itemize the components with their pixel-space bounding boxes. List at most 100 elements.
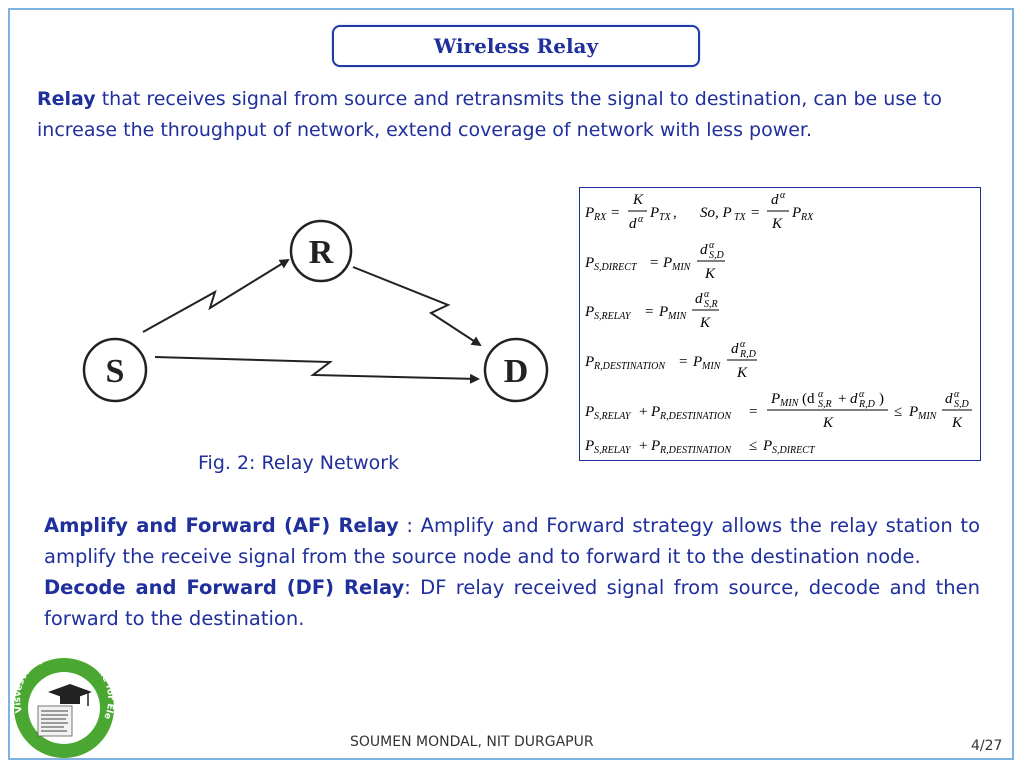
svg-text:=: = <box>749 404 757 420</box>
svg-text:MIN: MIN <box>671 262 692 273</box>
title-box: Wireless Relay <box>332 25 700 67</box>
svg-text:P: P <box>658 304 668 320</box>
svg-text:S,RELAY: S,RELAY <box>594 411 632 422</box>
svg-text:=: = <box>611 205 619 221</box>
svg-text:=: = <box>751 205 759 221</box>
svg-text:≤: ≤ <box>749 438 757 454</box>
svg-text:K: K <box>632 192 644 208</box>
svg-text:=: = <box>645 304 653 320</box>
svg-text:P: P <box>584 205 594 221</box>
svg-text:d: d <box>945 391 953 407</box>
node-d-label: D <box>504 353 529 390</box>
equation-1: P RX = K d α P TX , So, P TX = d α K P R… <box>583 189 983 235</box>
equation-2: P S,DIRECT = P MIN d α S,D K <box>583 239 983 285</box>
equation-5: P S,RELAY + P R,DESTINATION = P MIN (d α… <box>583 388 983 434</box>
slide-title: Wireless Relay <box>433 34 599 58</box>
svg-text:K: K <box>771 216 783 232</box>
svg-text:d: d <box>629 216 637 232</box>
relay-network-diagram: R S D <box>82 219 549 403</box>
svg-text:≤: ≤ <box>894 404 902 420</box>
svg-text:+: + <box>639 404 647 420</box>
svg-text:MIN: MIN <box>779 398 800 409</box>
svg-text:P: P <box>650 438 660 454</box>
svg-text:P: P <box>584 304 594 320</box>
node-d: D <box>483 337 549 403</box>
svg-text:P: P <box>584 438 594 454</box>
intro-paragraph: Relay that receives signal from source a… <box>37 84 992 146</box>
af-text: : Amplify and Forward strategy allows th… <box>44 514 981 568</box>
svg-text:α: α <box>709 240 715 251</box>
footer-author: SOUMEN MONDAL, NIT DURGAPUR <box>350 734 594 750</box>
svg-text:P: P <box>649 205 659 221</box>
relay-types-paragraph: Amplify and Forward (AF) Relay : Amplify… <box>44 510 980 634</box>
svg-text:α: α <box>780 190 786 201</box>
svg-text:R,DESTINATION: R,DESTINATION <box>593 361 666 372</box>
svg-text:R,D: R,D <box>858 399 876 410</box>
svg-text:=: = <box>679 354 687 370</box>
svg-text:K: K <box>822 415 834 431</box>
svg-text:S,D: S,D <box>709 250 725 261</box>
node-s: S <box>82 337 148 403</box>
svg-text:K: K <box>699 315 711 331</box>
svg-text:S,DIRECT: S,DIRECT <box>772 445 816 456</box>
equation-3: P S,RELAY = P MIN d α S,R K <box>583 288 983 334</box>
svg-text:TX: TX <box>659 212 672 223</box>
link-r-to-d <box>352 266 482 347</box>
svg-text:,: , <box>673 205 677 221</box>
svg-text:P: P <box>770 391 780 407</box>
slide-frame <box>8 8 1014 760</box>
svg-text:MIN: MIN <box>667 311 688 322</box>
af-term: Amplify and Forward (AF) Relay <box>44 514 399 537</box>
node-r: R <box>289 219 353 283</box>
svg-text:α: α <box>954 389 960 400</box>
svg-text:α: α <box>740 339 746 350</box>
svg-text:d: d <box>850 391 858 407</box>
svg-text:d: d <box>700 242 708 258</box>
svg-text:(d: (d <box>802 391 815 407</box>
svg-text:K: K <box>951 415 963 431</box>
figure-caption: Fig. 2: Relay Network <box>198 452 400 474</box>
svg-text:S,DIRECT: S,DIRECT <box>594 262 638 273</box>
equation-6: P S,RELAY + P R,DESTINATION ≤ P S,DIRECT <box>583 426 983 472</box>
equation-box <box>579 187 981 461</box>
svg-text:K: K <box>736 365 748 381</box>
svg-text:S,R: S,R <box>818 399 832 410</box>
svg-text:K: K <box>704 266 716 282</box>
svg-text:): ) <box>879 391 884 407</box>
svg-text:d: d <box>771 192 779 208</box>
svg-text:α: α <box>704 289 710 300</box>
intro-text: that receives signal from source and ret… <box>37 88 943 141</box>
svg-text:d: d <box>695 291 703 307</box>
svg-text:P: P <box>584 404 594 420</box>
svg-text:P: P <box>584 354 594 370</box>
svg-text:α: α <box>638 214 644 225</box>
link-s-to-r <box>142 258 290 333</box>
df-text: : DF relay received signal from source, … <box>44 576 980 630</box>
node-s-label: S <box>106 353 125 390</box>
svg-text:So, P: So, P <box>700 205 732 221</box>
svg-text:S,RELAY: S,RELAY <box>594 311 632 322</box>
svg-text:P: P <box>692 354 702 370</box>
svg-text:P: P <box>650 404 660 420</box>
visvesvaraya-logo: Visvesvaraya PhD Scheme for Electronics … <box>8 656 115 758</box>
page-number: 4/27 <box>971 738 1003 754</box>
svg-text:P: P <box>791 205 801 221</box>
svg-text:RX: RX <box>800 212 814 223</box>
svg-text:S,RELAY: S,RELAY <box>594 445 632 456</box>
svg-text:S,D: S,D <box>954 399 970 410</box>
df-term: Decode and Forward (DF) Relay <box>44 576 405 599</box>
svg-text:S,R: S,R <box>704 299 718 310</box>
svg-text:MIN: MIN <box>701 361 722 372</box>
svg-text:P: P <box>584 255 594 271</box>
svg-text:P: P <box>908 404 918 420</box>
svg-text:P: P <box>662 255 672 271</box>
svg-text:P: P <box>762 438 772 454</box>
svg-text:α: α <box>818 389 824 400</box>
svg-text:R,DESTINATION: R,DESTINATION <box>659 411 732 422</box>
node-r-label: R <box>309 234 334 271</box>
svg-text:R,DESTINATION: R,DESTINATION <box>659 445 732 456</box>
link-s-to-d <box>154 356 480 384</box>
svg-text:RX: RX <box>593 212 607 223</box>
svg-text:α: α <box>859 389 865 400</box>
svg-text:+: + <box>838 391 846 407</box>
